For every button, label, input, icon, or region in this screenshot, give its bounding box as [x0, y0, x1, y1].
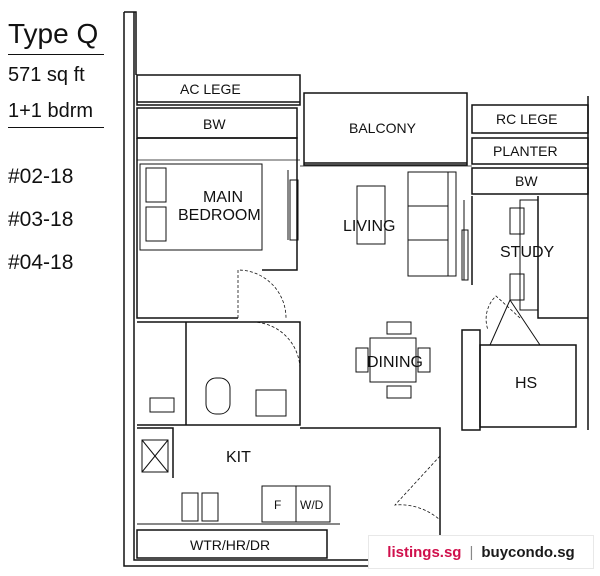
toilet — [205, 377, 231, 415]
unit-list: #02-18 #03-18 #04-18 — [8, 166, 73, 295]
balcony-label: BALCONY — [349, 120, 417, 136]
ac-ledge-outline — [136, 74, 301, 106]
sofa — [407, 171, 457, 277]
brand-separator: | — [469, 543, 474, 561]
site-watermark: listings.sg | buycondo.sg — [368, 535, 594, 569]
bed-pillow-2 — [145, 206, 167, 242]
bathroom-walls — [137, 321, 301, 426]
washer-box — [295, 485, 331, 523]
dining-table — [369, 337, 417, 383]
wtr-outline — [136, 529, 328, 559]
sink-2 — [201, 492, 219, 522]
dining-chair-bottom — [386, 385, 412, 399]
hs-door — [489, 298, 541, 346]
ac-ledge-label: AC LEGE — [180, 81, 241, 97]
dining-chair-left — [355, 347, 369, 373]
central-column — [461, 329, 481, 431]
study-label: STUDY — [500, 244, 555, 261]
bedroom-count: 1+1 bdrm — [8, 100, 94, 122]
planter-label: PLANTER — [493, 143, 558, 159]
unit-number: #03-18 — [8, 208, 74, 231]
dining-label: DINING — [367, 354, 423, 371]
main-bedroom-label-2: BEDROOM — [178, 207, 261, 224]
brand-buycondo[interactable]: buycondo.sg — [481, 543, 575, 561]
area-text: 571 sq ft — [8, 64, 85, 86]
hs-label: HS — [515, 375, 537, 392]
title-underline-1 — [8, 54, 104, 55]
outer-wall-left — [123, 12, 372, 567]
brand-listings[interactable]: listings.sg — [387, 543, 462, 561]
bw-right-label: BW — [515, 173, 538, 189]
title-underline-2 — [8, 127, 104, 128]
bedroom-door — [237, 269, 287, 319]
kitchen-label: KIT — [226, 449, 251, 466]
bed-outline — [139, 163, 263, 251]
wtr-hr-dr-label: WTR/HR/DR — [190, 537, 270, 553]
balcony-outline — [303, 92, 468, 166]
outer-wall-left-inner — [133, 12, 372, 561]
main-bedroom-label-1: MAIN — [203, 189, 243, 206]
unit-number: #02-18 — [8, 165, 74, 188]
sink-1 — [181, 492, 199, 522]
unit-number: #04-18 — [8, 251, 74, 274]
living-table — [356, 185, 386, 245]
bedroom-walls — [136, 137, 298, 319]
study-chair-1 — [509, 207, 525, 235]
kitchen-door — [394, 455, 441, 521]
study-desk — [519, 199, 539, 311]
cooker-x2 — [141, 439, 169, 473]
kitchen-cooker — [141, 439, 169, 473]
fridge-label: F — [274, 498, 281, 512]
study-chair-2 — [509, 273, 525, 301]
bath-door — [251, 321, 301, 371]
wardrobe — [289, 179, 299, 241]
dining-chair-top — [386, 321, 412, 335]
living-label: LIVING — [343, 218, 395, 235]
bw-left-label: BW — [203, 116, 226, 132]
dining-chair-right — [417, 347, 431, 373]
washer-dryer-label: W/D — [300, 498, 324, 512]
shower-mark — [149, 397, 175, 413]
living-sliding-frame — [461, 229, 469, 281]
type-title: Type Q — [8, 18, 99, 49]
study-door — [485, 295, 521, 331]
outer-wall-top — [124, 11, 137, 75]
rc-ledge-label: RC LEGE — [496, 111, 557, 127]
basin — [255, 389, 287, 417]
bed-pillow-1 — [145, 167, 167, 203]
